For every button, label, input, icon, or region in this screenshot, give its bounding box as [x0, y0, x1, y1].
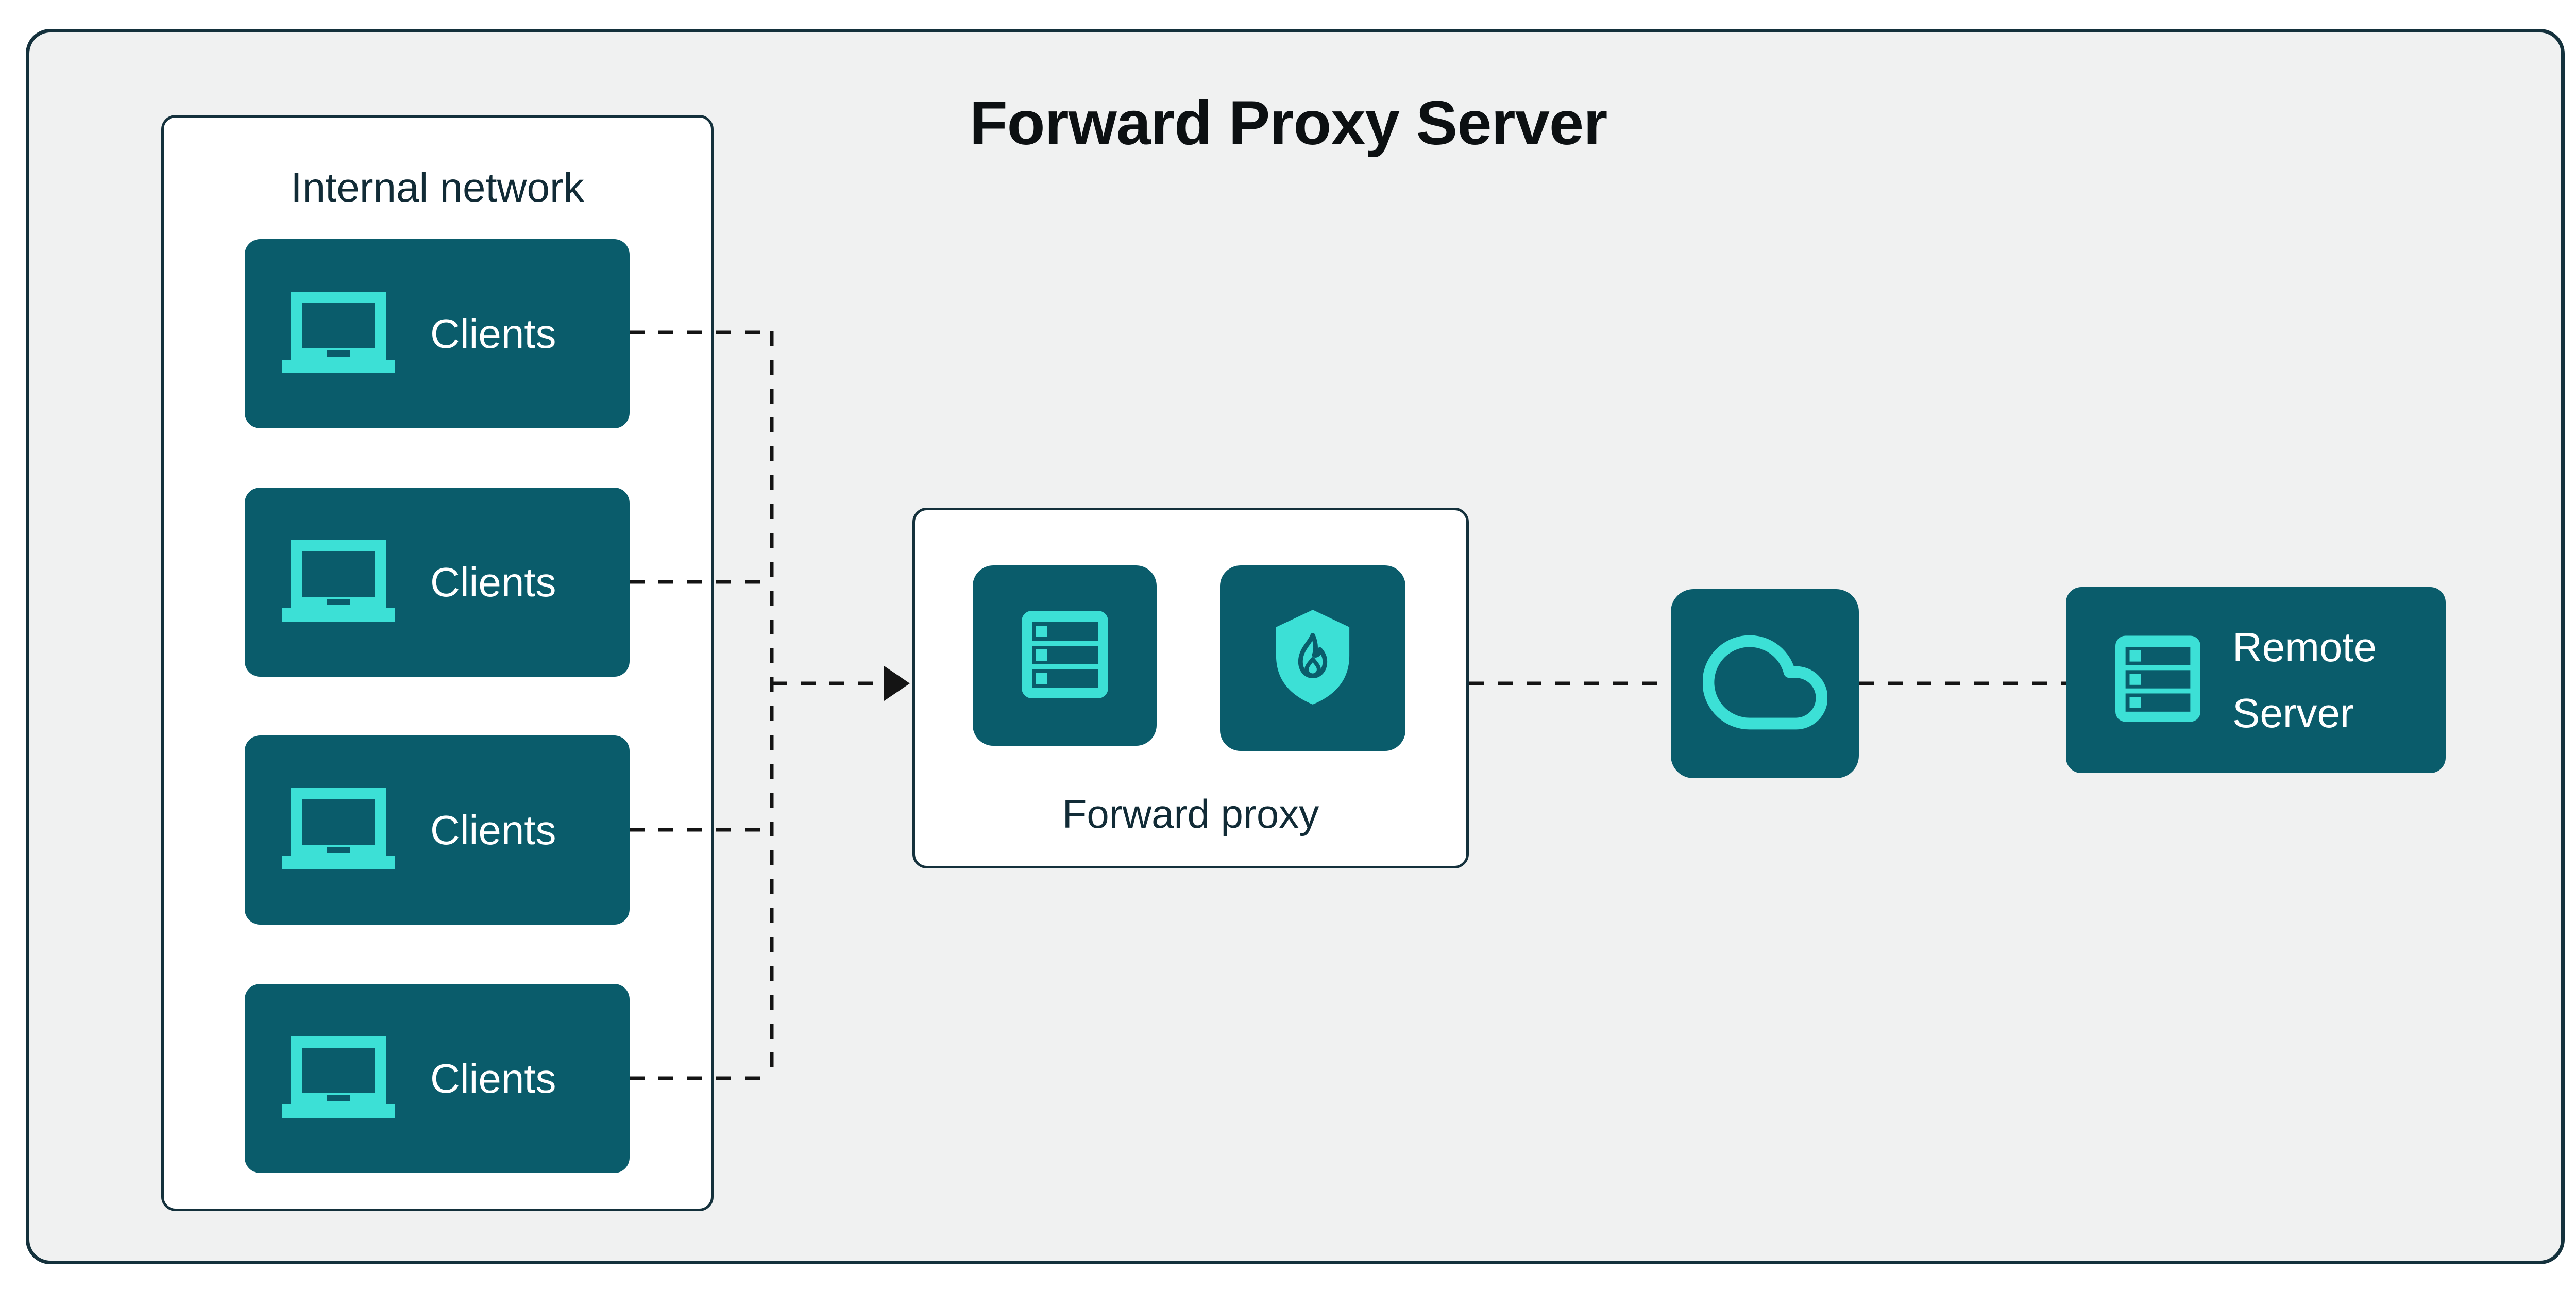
client-node: Clients	[245, 984, 630, 1173]
server-rack-icon	[2115, 634, 2200, 726]
internal-network-label: Internal network	[291, 164, 584, 210]
remote-server-node: Remote Server	[2066, 587, 2446, 773]
client-label: Clients	[430, 807, 556, 853]
laptop-icon	[282, 540, 395, 624]
internet-cloud-node	[1671, 589, 1859, 778]
proxy-firewall-tile	[1220, 565, 1405, 751]
client-label: Clients	[430, 310, 556, 357]
forward-proxy-group: Forward proxy	[912, 508, 1469, 868]
forward-proxy-label: Forward proxy	[1062, 791, 1319, 836]
firewall-shield-flame-icon	[1272, 609, 1353, 708]
client-label: Clients	[430, 559, 556, 605]
client-node: Clients	[245, 239, 630, 428]
laptop-icon	[282, 1036, 395, 1120]
page-title: Forward Proxy Server	[969, 88, 1608, 158]
proxy-server-tile	[973, 565, 1157, 746]
client-label: Clients	[430, 1055, 556, 1101]
client-node: Clients	[245, 735, 630, 925]
cloud-icon	[1702, 621, 1827, 747]
remote-server-label: Remote Server	[2232, 624, 2377, 736]
client-node: Clients	[245, 488, 630, 677]
laptop-icon	[282, 292, 395, 376]
server-rack-icon	[1021, 610, 1108, 701]
laptop-icon	[282, 788, 395, 872]
